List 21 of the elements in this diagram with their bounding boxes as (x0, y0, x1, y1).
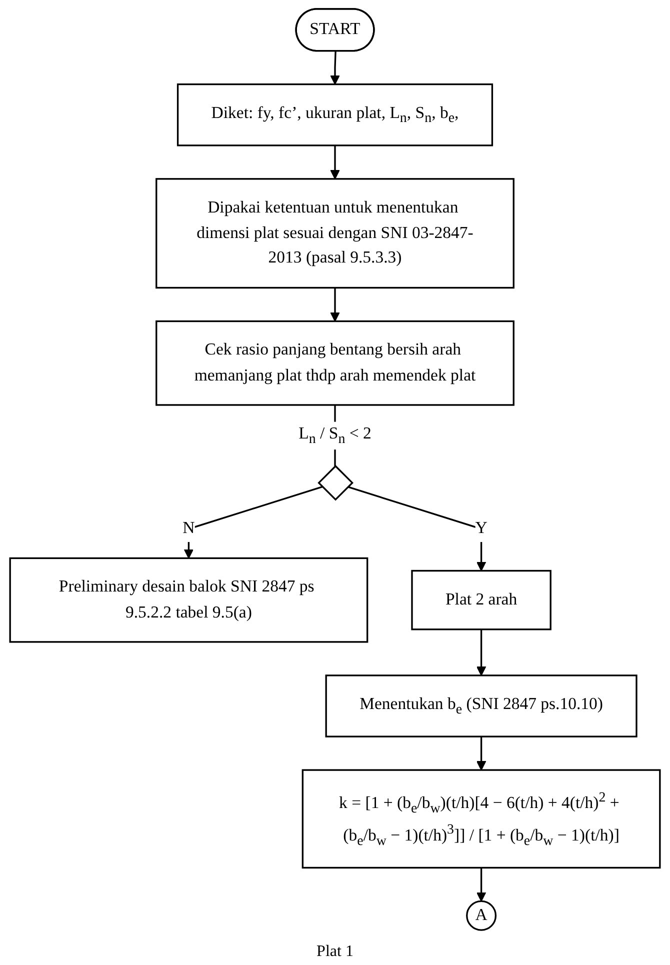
node-box: Dipakai ketentuan untuk menentukan dimensi plat sesuai dengan SNI 03-2847-2013 (pasal 9.5.3.3) (156, 178, 514, 289)
node-diamond (318, 464, 354, 501)
node-box: Preliminary desain balok SNI 2847 ps 9.5.2.2 tabel 9.5(a) (9, 557, 368, 643)
node-box: k = [1 + (b$_{e}$/b$_{w}$)(t/h)[4 − 6(t/h) + 4(t/h)$^{2}$ + (b$_{e}$/b$_{w}$ − 1)(t/h)$^{3}$]] / [1 + (b$_{e}$/b$_{w}$ − 1)(t/h)] (302, 769, 661, 869)
note-text: Plat 1 (316, 943, 354, 960)
arrow (476, 736, 486, 770)
arrow (330, 145, 340, 180)
arrow (330, 51, 340, 85)
arrow (476, 868, 486, 902)
edge-label: Y (475, 520, 488, 538)
node-box: Plat 2 arah (411, 570, 552, 630)
arrow (184, 486, 323, 559)
arrow (330, 288, 340, 322)
node-box: Diket: fy, fc’, ukuran plat, L$_{n}$, S$_{n}$, b$_{e}$, (176, 83, 494, 146)
node-box: Cek rasio panjang bentang bersih arah memanjang plat thdp arah memendek plat (156, 320, 514, 406)
node-label: L$_{n}$ / S$_{n}$ < 2 (298, 425, 372, 446)
edge-label: N (182, 520, 195, 538)
node-circle: A (466, 900, 497, 931)
arrow (476, 629, 486, 676)
arrow (347, 486, 486, 572)
node-box: Menentukan b$_{e}$ (SNI 2847 ps.10.10) (325, 674, 638, 738)
